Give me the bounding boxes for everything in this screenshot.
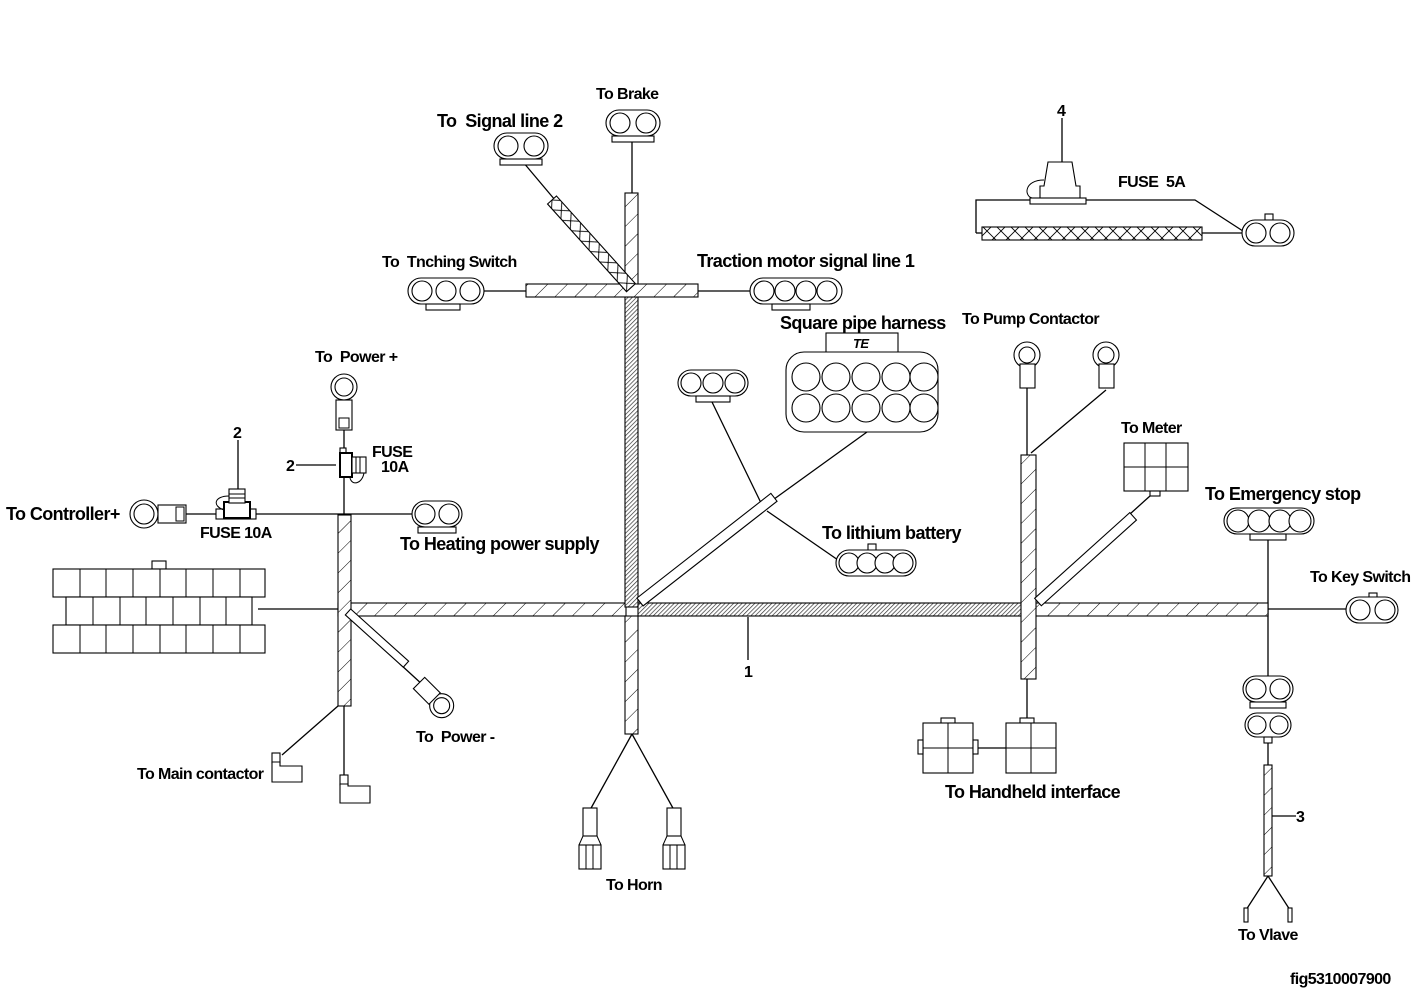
label-signal-line-2: To Signal line 2: [437, 111, 563, 131]
controller-plus-terminal[interactable]: [129, 499, 187, 529]
label-pump-contactor: To Pump Contactor: [962, 311, 1099, 328]
figure-id: fig5310007900: [1290, 971, 1391, 988]
center-vertical-lower: [624, 615, 639, 735]
valve-mating-connector-upper[interactable]: [1242, 675, 1294, 709]
main-controller-connector-block[interactable]: [52, 560, 266, 654]
label-handheld-interface: To Handheld interface: [945, 782, 1121, 802]
traction-motor-signal-connector[interactable]: [749, 277, 843, 311]
meter-connector[interactable]: [1123, 442, 1189, 497]
valve-harness-bundle: [1263, 764, 1273, 877]
valve-pin-2[interactable]: [1287, 907, 1293, 923]
power-plus-terminal[interactable]: [330, 373, 358, 431]
fuse-10a-horizontal[interactable]: [215, 488, 257, 520]
pump-contactor-terminal-2[interactable]: [1092, 341, 1120, 389]
key-switch-connector[interactable]: [1345, 592, 1399, 624]
center-vertical-dense: [624, 296, 639, 608]
label-square-pipe-harness: Square pipe harness: [780, 313, 946, 333]
valve-mating-connector-lower[interactable]: [1244, 712, 1292, 744]
label-lithium-battery: To lithium battery: [822, 523, 961, 543]
fuse-10a-vertical[interactable]: [339, 447, 367, 484]
fuse-5a-bundle: [981, 226, 1203, 241]
top-horizontal-bundle: [525, 283, 699, 298]
label-emergency-stop: To Emergency stop: [1205, 484, 1361, 504]
label-heating-power-supply: To Heating power supply: [400, 534, 599, 554]
main-trunk-left: [337, 602, 627, 617]
callout-item-2-left: 2: [286, 458, 295, 475]
power-minus-bundle: [344, 608, 410, 668]
label-controller-plus: To Controller+: [6, 504, 120, 524]
handheld-interface-connector-right[interactable]: [1005, 717, 1057, 774]
label-valve: To Vlave: [1238, 927, 1299, 944]
main-trunk-center: [637, 602, 1023, 617]
valve-pin-1[interactable]: [1243, 907, 1249, 923]
signal-line-2-bundle: [546, 195, 637, 293]
horn-terminal-1[interactable]: [578, 807, 602, 870]
heating-power-connector[interactable]: [411, 500, 463, 534]
callout-item-4: 4: [1057, 103, 1066, 120]
label-meter: To Meter: [1121, 420, 1182, 437]
power-minus-terminal[interactable]: [411, 675, 459, 723]
main-contactor-terminal-1[interactable]: [271, 752, 303, 783]
square-pipe-harness-connector[interactable]: [785, 332, 939, 433]
callout-item-1: 1: [744, 664, 753, 681]
emergency-stop-connector[interactable]: [1223, 507, 1315, 541]
center-vertical-upper: [624, 192, 639, 286]
label-fuse-vertical-1: FUSE: [372, 444, 413, 461]
lithium-side-3pin-connector[interactable]: [677, 369, 749, 403]
inching-switch-connector[interactable]: [407, 277, 485, 311]
label-te-mark: TE: [853, 336, 869, 351]
label-horn: To Horn: [606, 877, 662, 894]
label-power-plus: To Power +: [315, 349, 398, 366]
pump-contactor-terminal-1[interactable]: [1013, 341, 1041, 389]
meter-diagonal-bundle: [1033, 511, 1138, 607]
main-trunk-right: [1033, 602, 1269, 617]
label-traction-motor-signal-line-1: Traction motor signal line 1: [697, 251, 915, 271]
label-fuse-5a: FUSE 5A: [1118, 174, 1186, 191]
fuse-5a-holder[interactable]: [1026, 161, 1087, 205]
label-to-brake: To Brake: [596, 86, 659, 103]
callout-item-3: 3: [1296, 809, 1305, 826]
label-fuse-vertical-2: 10A: [381, 459, 410, 476]
callout-item-2-top: 2: [233, 425, 242, 442]
square-pipe-diagonal-bundle: [636, 492, 778, 607]
harness-bundles: [337, 192, 1273, 877]
brake-connector[interactable]: [605, 109, 661, 143]
label-inching-switch: To Tnching Switch: [382, 254, 517, 271]
label-key-switch: To Key Switch: [1310, 569, 1410, 586]
label-main-contactor: To Main contactor: [137, 766, 264, 783]
handheld-interface-connector-left[interactable]: [917, 717, 979, 774]
lithium-battery-connector[interactable]: [835, 543, 917, 577]
horn-terminal-2[interactable]: [662, 807, 686, 870]
label-power-minus: To Power -: [416, 729, 495, 746]
main-contactor-terminal-2[interactable]: [339, 774, 371, 804]
fuse-5a-output-connector[interactable]: [1241, 213, 1295, 247]
signal-line-2-connector[interactable]: [493, 132, 549, 166]
label-fuse-horizontal: FUSE 10A: [200, 525, 273, 542]
right-vertical-bundle: [1020, 454, 1037, 680]
